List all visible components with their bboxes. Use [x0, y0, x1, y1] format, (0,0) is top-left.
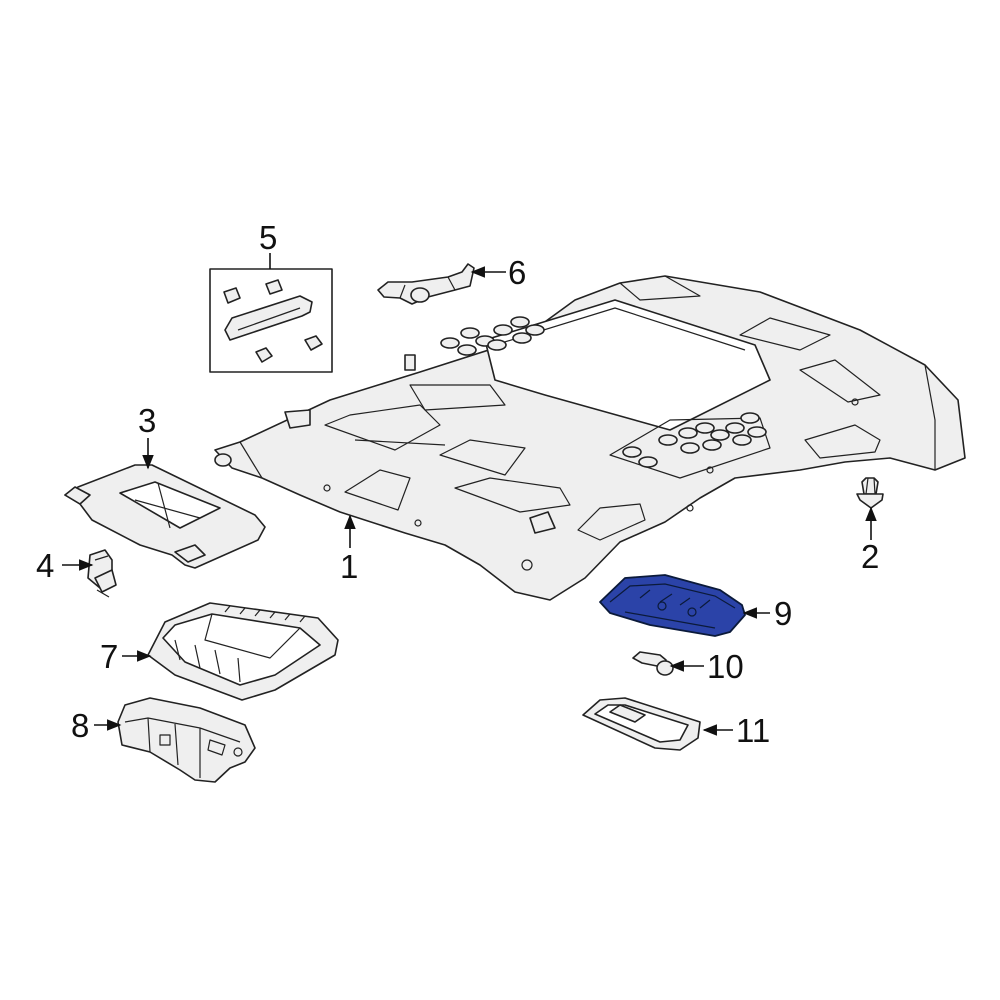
callout-10: 10 [707, 648, 744, 685]
callout-9: 9 [774, 595, 792, 632]
push-clip-part-2[interactable] [856, 477, 884, 509]
callout-1: 1 [340, 548, 358, 585]
callout-8: 8 [71, 707, 89, 744]
callout-6: 6 [508, 254, 526, 291]
light-assembly-part-8[interactable] [117, 697, 256, 783]
callout-7: 7 [100, 638, 118, 675]
bulb-part-10[interactable] [632, 651, 674, 676]
callout-2: 2 [861, 538, 879, 575]
callout-11: 11 [736, 712, 770, 749]
sun-visor-part-3[interactable] [64, 464, 266, 569]
visor-clip-part-4[interactable] [87, 549, 117, 598]
grab-handle-kit-part-5[interactable] [209, 268, 333, 373]
callout-3: 3 [138, 402, 156, 439]
callout-labels: 1 2 3 4 5 6 7 8 9 10 11 [36, 219, 879, 749]
console-tray-part-7[interactable] [147, 602, 339, 701]
headliner-part-1[interactable] [214, 275, 966, 601]
bracket-part-6[interactable] [377, 263, 475, 305]
callout-4: 4 [36, 547, 54, 584]
callout-5: 5 [259, 219, 277, 256]
lamp-housing-part-9[interactable] [599, 574, 746, 637]
leader-lines [62, 253, 877, 736]
lens-part-11[interactable] [582, 697, 701, 751]
